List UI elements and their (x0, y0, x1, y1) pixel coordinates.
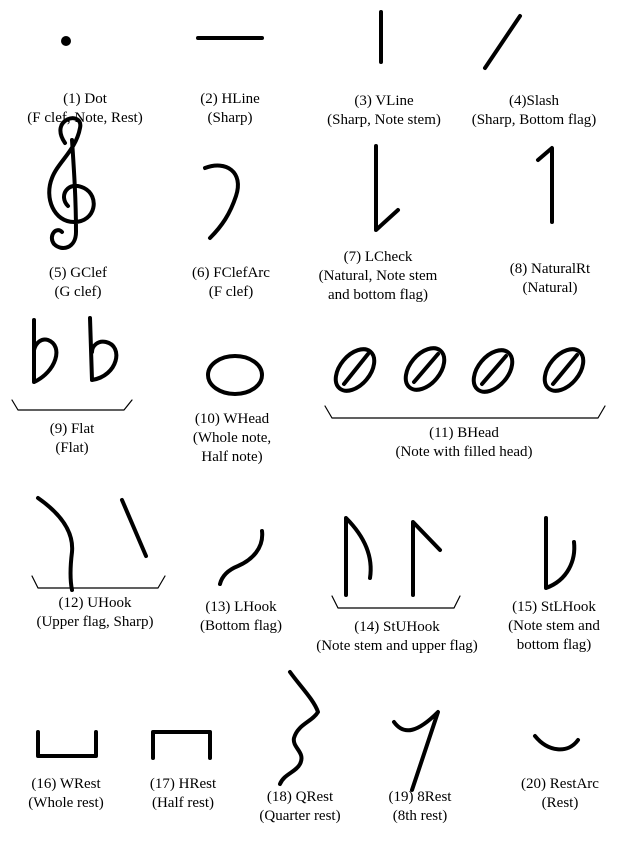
caption-naturalrt: (8) NaturalRt (Natural) (510, 260, 590, 298)
stlhook-symbol (546, 518, 574, 588)
caption-wrest: (16) WRest (Whole rest) (28, 775, 103, 813)
flat-symbol (12, 318, 132, 410)
caption-hrest: (17) HRest (Half rest) (150, 775, 216, 813)
gclef-symbol (49, 118, 93, 248)
caption-stuhook: (14) StUHook (Note stem and upper flag) (316, 618, 478, 656)
lcheck-symbol (376, 146, 398, 230)
caption-restarc: (20) RestArc (Rest) (521, 775, 599, 813)
naturalrt-symbol (538, 148, 552, 222)
caption-flat: (9) Flat (Flat) (50, 420, 95, 458)
caption-hline: (2) HLine (Sharp) (200, 90, 260, 128)
restarc-symbol (535, 736, 578, 749)
caption-stlhook: (15) StLHook (Note stem and bottom flag) (508, 598, 600, 655)
caption-8rest: (19) 8Rest (8th rest) (389, 788, 452, 826)
caption-lcheck: (7) LCheck (Natural, Note stem and botto… (319, 248, 438, 305)
qrest-symbol (280, 672, 318, 784)
caption-qrest: (18) QRest (Quarter rest) (259, 788, 340, 826)
hrest-symbol (153, 732, 210, 758)
bhead-symbol (325, 341, 605, 418)
caption-uhook: (12) UHook (Upper flag, Sharp) (36, 594, 153, 632)
dot-symbol (61, 36, 71, 46)
slash-symbol (485, 16, 520, 68)
8rest-symbol (394, 712, 438, 790)
caption-lhook: (13) LHook (Bottom flag) (200, 598, 282, 636)
caption-bhead: (11) BHead (Note with filled head) (395, 424, 532, 462)
caption-slash: (4)Slash (Sharp, Bottom flag) (472, 92, 597, 130)
caption-whead: (10) WHead (Whole note, Half note) (193, 410, 271, 467)
lhook-symbol (220, 531, 262, 584)
fclefarc-symbol (205, 166, 238, 238)
caption-fclefarc: (6) FClefArc (F clef) (192, 264, 270, 302)
wrest-symbol (38, 732, 96, 756)
caption-gclef: (5) GClef (G clef) (49, 264, 107, 302)
uhook-symbol (32, 498, 165, 590)
whead-symbol (208, 356, 262, 394)
stuhook-symbol (332, 518, 460, 608)
caption-dot: (1) Dot (F clef, Note, Rest) (27, 90, 142, 128)
caption-vline: (3) VLine (Sharp, Note stem) (327, 92, 441, 130)
